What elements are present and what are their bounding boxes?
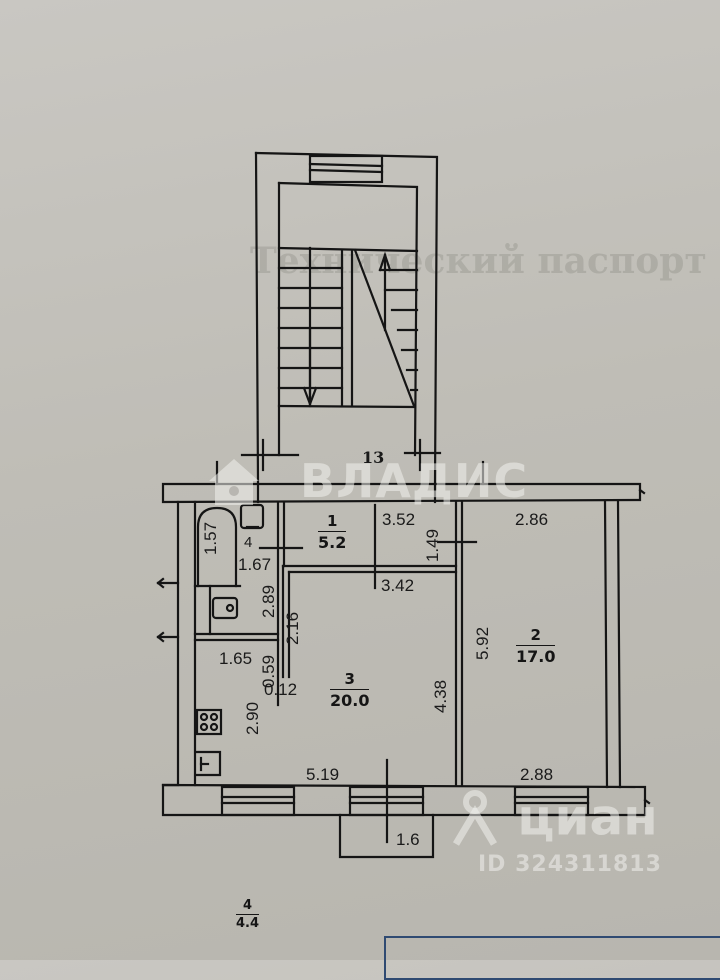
dim-wc-height: 2.89 xyxy=(259,584,279,619)
dim-bath-length: 1.57 xyxy=(201,521,221,556)
toilet-icon xyxy=(211,596,239,620)
dim-room2-top: 2.86 xyxy=(515,510,549,529)
dim-bath-width: 1.67 xyxy=(238,555,272,574)
kitchen-sink-icon xyxy=(195,750,222,777)
dim-room2-bottom: 2.88 xyxy=(520,765,554,784)
bath-number: 4 xyxy=(244,534,253,551)
dim-room3-top: 3.42 xyxy=(381,576,415,595)
dim-corridor-width: 3.52 xyxy=(382,510,416,529)
room-4-label: 4 4.4 xyxy=(236,898,260,931)
dim-room3-height: 4.38 xyxy=(431,679,451,714)
floor-plan xyxy=(156,151,651,859)
room-3-number: 3 xyxy=(330,670,370,690)
room-1-label: 1 5.2 xyxy=(318,512,347,552)
fixtures xyxy=(195,503,265,777)
vladis-watermark: ВЛАДИС xyxy=(205,450,528,508)
vladis-watermark-text: ВЛАДИС xyxy=(300,453,529,508)
dim-room3-notch: 2.16 xyxy=(283,611,303,646)
dim-kitchen-notch-width: 1.65 xyxy=(219,649,253,668)
vladis-logo-icon xyxy=(205,455,263,507)
room-3-area: 20.0 xyxy=(330,691,370,710)
cian-listing-id: ID 324311813 xyxy=(478,852,662,877)
room-4-number: 4 xyxy=(236,898,260,915)
interior-walls xyxy=(156,460,485,787)
staircase xyxy=(240,151,442,485)
dim-wall-thickness: 0.12 xyxy=(264,680,298,699)
cian-watermark: циан xyxy=(450,785,658,847)
room-3-label: 3 20.0 xyxy=(330,670,370,710)
dim-kitchen-height: 2.90 xyxy=(243,701,263,736)
room-13-label: 13 xyxy=(362,448,385,467)
room-1-area: 5.2 xyxy=(318,533,347,552)
room-2-label: 2 17.0 xyxy=(516,626,556,666)
bathtub-icon xyxy=(196,506,238,588)
room-2-number: 2 xyxy=(516,626,556,646)
cian-watermark-text: циан xyxy=(517,788,658,847)
sink-icon xyxy=(239,503,265,530)
room-4-area: 4.4 xyxy=(236,916,260,931)
dim-room3-bottom: 5.19 xyxy=(306,765,340,784)
room-1-number: 1 xyxy=(318,512,347,532)
dim-balcony: 1.6 xyxy=(396,830,420,849)
outer-walls xyxy=(161,482,651,859)
stamp-frame xyxy=(384,936,720,980)
room-2-area: 17.0 xyxy=(516,647,556,666)
cian-logo-icon xyxy=(450,789,500,846)
dim-room2-height: 5.92 xyxy=(473,626,493,661)
bleed-through-title: Технический паспорт xyxy=(250,240,707,282)
stove-icon xyxy=(195,708,223,736)
dim-corridor-height: 1.49 xyxy=(423,528,443,563)
